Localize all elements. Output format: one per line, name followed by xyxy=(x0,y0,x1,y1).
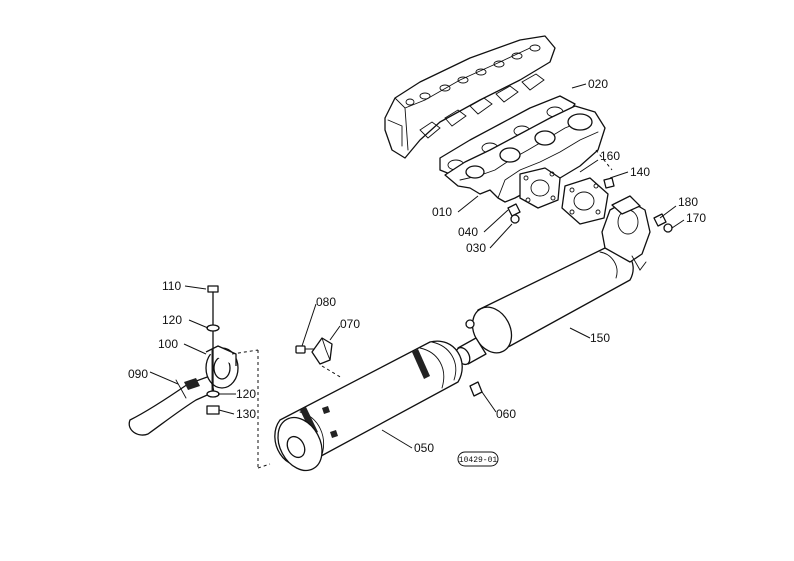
tail-pipe xyxy=(128,375,215,436)
muffler-front xyxy=(274,340,463,472)
assembly-guides xyxy=(231,149,613,469)
label-170: 170 xyxy=(686,211,706,225)
drawing-code: 10429-01 xyxy=(459,456,498,465)
label-020: 020 xyxy=(588,77,608,91)
label-180: 180 xyxy=(678,195,698,209)
label-150: 150 xyxy=(590,331,610,345)
label-070: 070 xyxy=(340,317,360,331)
label-010: 010 xyxy=(432,205,452,219)
muffler-rear xyxy=(455,195,651,366)
label-160: 160 xyxy=(600,149,620,163)
exhaust-manifold xyxy=(444,105,606,209)
manifold-studs xyxy=(507,177,673,233)
label-030: 030 xyxy=(466,241,486,255)
part-labels: 020 160 140 180 170 010 040 030 150 060 … xyxy=(128,77,706,455)
drawing-code-stamp: 10429-01 xyxy=(457,451,499,467)
label-130: 130 xyxy=(236,407,256,421)
cylinder-head xyxy=(384,35,556,159)
bolt-060 xyxy=(469,381,483,397)
label-080: 080 xyxy=(316,295,336,309)
tail-pipe-bracket xyxy=(205,345,239,393)
label-120-top: 120 xyxy=(162,313,182,327)
label-120-bottom: 120 xyxy=(236,387,256,401)
leader-lines xyxy=(149,83,685,449)
pipe-clamp xyxy=(295,337,333,365)
flange-gasket xyxy=(561,177,609,225)
label-140: 140 xyxy=(630,165,650,179)
label-100: 100 xyxy=(158,337,178,351)
label-090: 090 xyxy=(128,367,148,381)
label-060: 060 xyxy=(496,407,516,421)
bolt-110 xyxy=(206,285,220,415)
label-110: 110 xyxy=(162,279,181,293)
label-040: 040 xyxy=(458,225,478,239)
label-050: 050 xyxy=(414,441,434,455)
